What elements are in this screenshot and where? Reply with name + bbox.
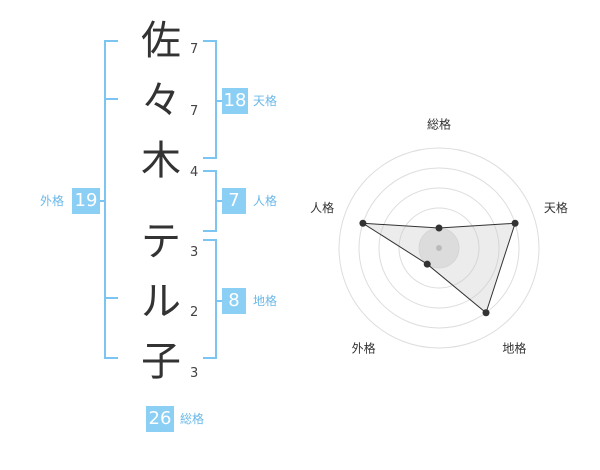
stroke-count-1: 7	[190, 42, 199, 57]
radar-point-3	[482, 309, 490, 317]
radar-point-1	[435, 224, 443, 232]
jinkaku-label: 人格	[253, 194, 278, 208]
chikaku-label: 地格	[253, 294, 278, 308]
stroke-count-5: 2	[190, 305, 199, 320]
soukaku-label: 総格	[180, 412, 205, 426]
stroke-count-4: 3	[190, 245, 199, 260]
stroke-count-2: 7	[190, 104, 199, 119]
radar-axis-label-3: 地格	[502, 341, 526, 356]
chikaku-bracket	[203, 239, 222, 359]
radar-center-dot	[436, 245, 442, 251]
tenkaku-label: 天格	[253, 94, 278, 108]
radar-point-5	[359, 219, 367, 227]
gaikaku-value: 19	[72, 188, 100, 214]
soukaku-value: 26	[146, 406, 174, 432]
radar-axis-label-4: 外格	[352, 341, 376, 356]
name-char-3: 木	[141, 138, 181, 184]
name-char-6: 子	[141, 339, 181, 385]
radar-axis-label-5: 人格	[310, 200, 334, 215]
jinkaku-value: 7	[222, 188, 246, 214]
radar-axis-label-2: 天格	[544, 200, 568, 215]
tenkaku-value: 18	[222, 88, 248, 114]
radar-axis-label-1: 総格	[427, 116, 451, 131]
chikaku-value: 8	[222, 288, 246, 314]
stroke-count-6: 3	[190, 366, 199, 381]
tenkaku-bracket	[203, 40, 222, 159]
radar-series-area	[362, 222, 516, 314]
jinkaku-bracket	[203, 170, 222, 232]
name-char-1: 佐	[141, 18, 181, 64]
gaikaku-bracket	[97, 40, 118, 359]
name-char-2: 々	[141, 78, 181, 124]
gaikaku-label: 外格	[40, 194, 65, 208]
radar-point-4	[423, 260, 431, 268]
name-char-4: テ	[141, 219, 181, 265]
name-char-5: ル	[141, 279, 181, 325]
stroke-count-3: 4	[190, 165, 199, 180]
radar-point-2	[511, 219, 519, 227]
